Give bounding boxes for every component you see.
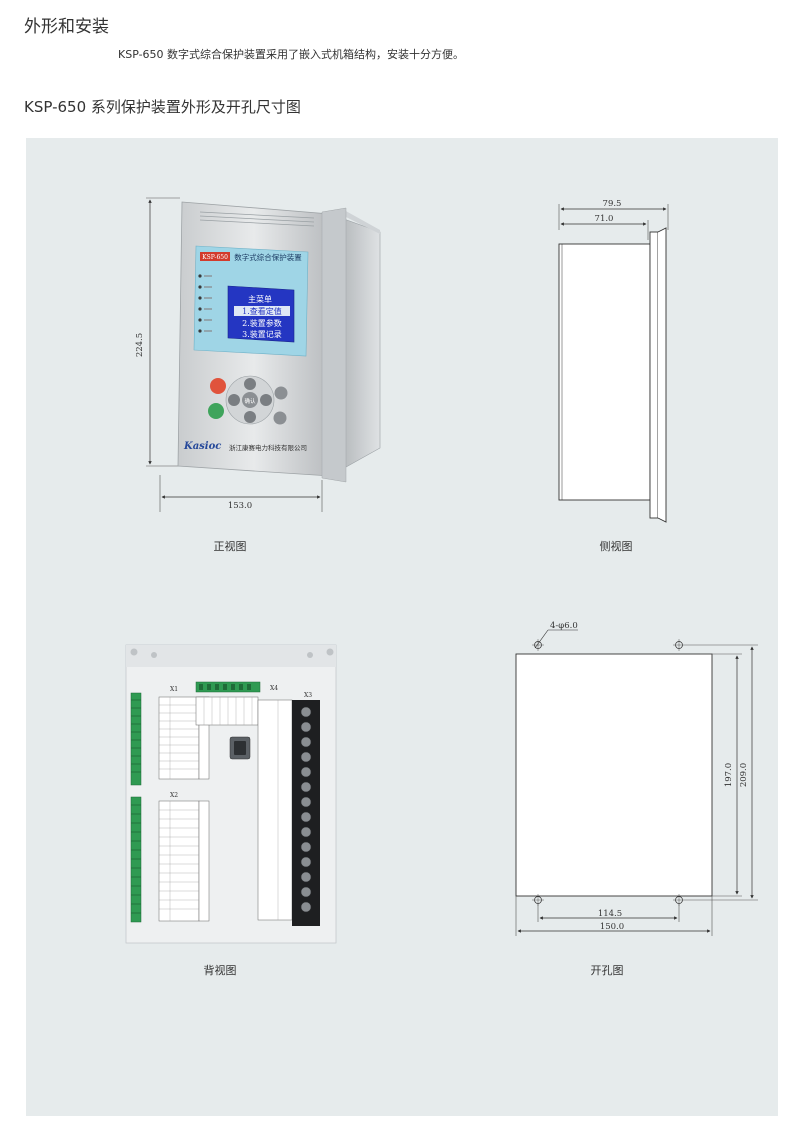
plus-key — [274, 386, 288, 400]
x4-label: X4 — [270, 685, 278, 692]
ok-key — [242, 392, 258, 408]
status-leds — [198, 274, 212, 333]
back-view-caption: 背视图 — [203, 964, 237, 977]
menu-item-3: 3.装置记录 — [242, 329, 282, 339]
intro-text: KSP-650 数字式综合保护装置采用了嵌入式机箱结构，安装十分方便。 — [118, 48, 465, 61]
hole-spec-label: 4-φ6.0 — [550, 621, 578, 631]
minus-key — [273, 411, 287, 425]
x1-label: X1 — [170, 686, 178, 693]
menu-item-2: 2.装置参数 — [242, 318, 282, 328]
brand-logo: Kasioc — [183, 441, 221, 452]
model-tag-text: KSP-650 — [202, 254, 228, 261]
model-tag — [200, 252, 230, 261]
cutout-height-inner-dim: 197.0 — [724, 763, 734, 787]
side-view: 79.5 71.0 — [558, 199, 669, 523]
down-key — [244, 411, 256, 423]
cutout-height-outer-dim: 209.0 — [739, 763, 749, 787]
section-heading: 外形和安装 — [24, 17, 109, 37]
cutout-view: 4-φ6.0 197.0 209.0 114.5 150.0 — [515, 621, 758, 936]
front-view: 224.5 153.0 KSP-650 数字式综合保护装置 主菜单 1.查看定值… — [135, 197, 381, 512]
up-key — [244, 378, 256, 390]
back-view: X1 X2 X3 X4 — [125, 644, 337, 944]
cutout-view-caption: 开孔图 — [590, 964, 624, 977]
side-outer-dim: 79.5 — [603, 199, 622, 209]
front-height-dim: 224.5 — [135, 333, 145, 357]
company-name: 浙江康赛电力科技有限公司 — [229, 443, 307, 452]
x2-label: X2 — [170, 792, 178, 799]
x3-label: X3 — [304, 692, 312, 699]
side-inner-dim: 71.0 — [595, 214, 614, 224]
left-key — [228, 394, 240, 406]
confirm-key — [208, 403, 224, 419]
cutout-width-outer-dim: 150.0 — [600, 922, 624, 932]
cutout-width-inner-dim: 114.5 — [598, 909, 622, 919]
right-key — [260, 394, 272, 406]
front-width-dim: 153.0 — [228, 501, 252, 511]
ok-key-label: 确认 — [244, 397, 256, 405]
menu-item-1: 1.查看定值 — [242, 306, 282, 316]
side-view-caption: 侧视图 — [599, 540, 633, 553]
menu-title: 主菜单 — [248, 294, 272, 304]
figure-title: KSP-650 系列保护装置外形及开孔尺寸图 — [24, 98, 301, 116]
cancel-key — [210, 378, 226, 394]
front-view-caption: 正视图 — [213, 540, 247, 553]
screen-title: 数字式综合保护装置 — [234, 252, 302, 262]
